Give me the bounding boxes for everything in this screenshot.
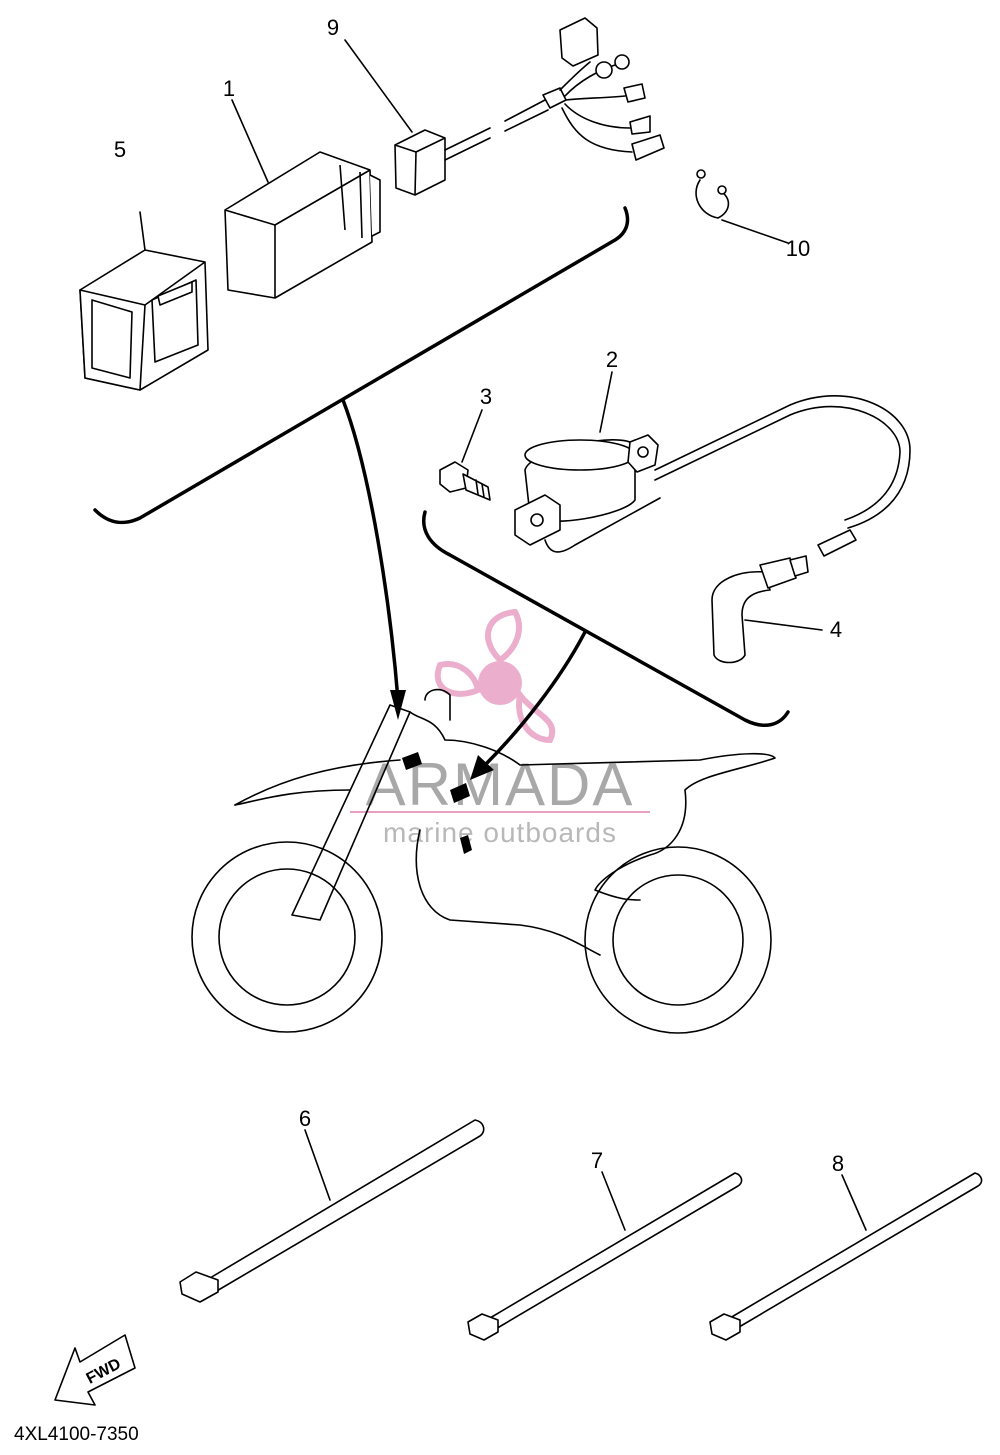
- callout-2: 2: [606, 347, 618, 372]
- callout-4: 4: [830, 617, 842, 642]
- pointer-arrowhead-lower: [470, 755, 494, 780]
- diagram-part-code: 4XL4100-7350: [14, 1424, 139, 1445]
- armada-watermark: ARMADA marine outboards: [350, 608, 650, 848]
- pointer-line-upper: [341, 398, 400, 702]
- part-10-clamp: [695, 169, 789, 244]
- wire-mount-marker: [460, 835, 472, 854]
- part-2-ignition-coil: [514, 371, 911, 557]
- group-bracket-upper: [93, 206, 630, 525]
- callout-8: 8: [832, 1151, 844, 1176]
- callout-5: 5: [114, 137, 126, 162]
- fwd-arrow-icon: FWD: [54, 1334, 136, 1406]
- coil-mount-marker: [402, 752, 422, 770]
- part-8-cable-tie: [709, 1172, 983, 1341]
- cdi-mount-marker: [450, 783, 470, 803]
- callout-6: 6: [299, 1106, 311, 1131]
- callout-7: 7: [591, 1148, 603, 1173]
- callout-1: 1: [223, 76, 235, 101]
- watermark-subtitle: marine outboards: [383, 817, 617, 848]
- motorcycle-outline: [191, 688, 776, 1034]
- pointer-arrowhead-upper: [390, 690, 406, 720]
- part-6-cable-tie: [179, 1119, 485, 1303]
- group-bracket-lower: [422, 510, 790, 728]
- callout-3: 3: [480, 384, 492, 409]
- propeller-logo-icon: [434, 608, 556, 744]
- part-9-wire-harness: [344, 17, 665, 196]
- callout-10: 10: [786, 236, 810, 261]
- callout-9: 9: [327, 15, 339, 40]
- part-7-cable-tie: [467, 1171, 743, 1341]
- part-1-cdi-unit: [224, 99, 381, 299]
- part-5-coupler-housing: [79, 211, 209, 391]
- part-4-spark-plug-cap: [711, 555, 823, 664]
- part-3-bolt: [439, 409, 491, 501]
